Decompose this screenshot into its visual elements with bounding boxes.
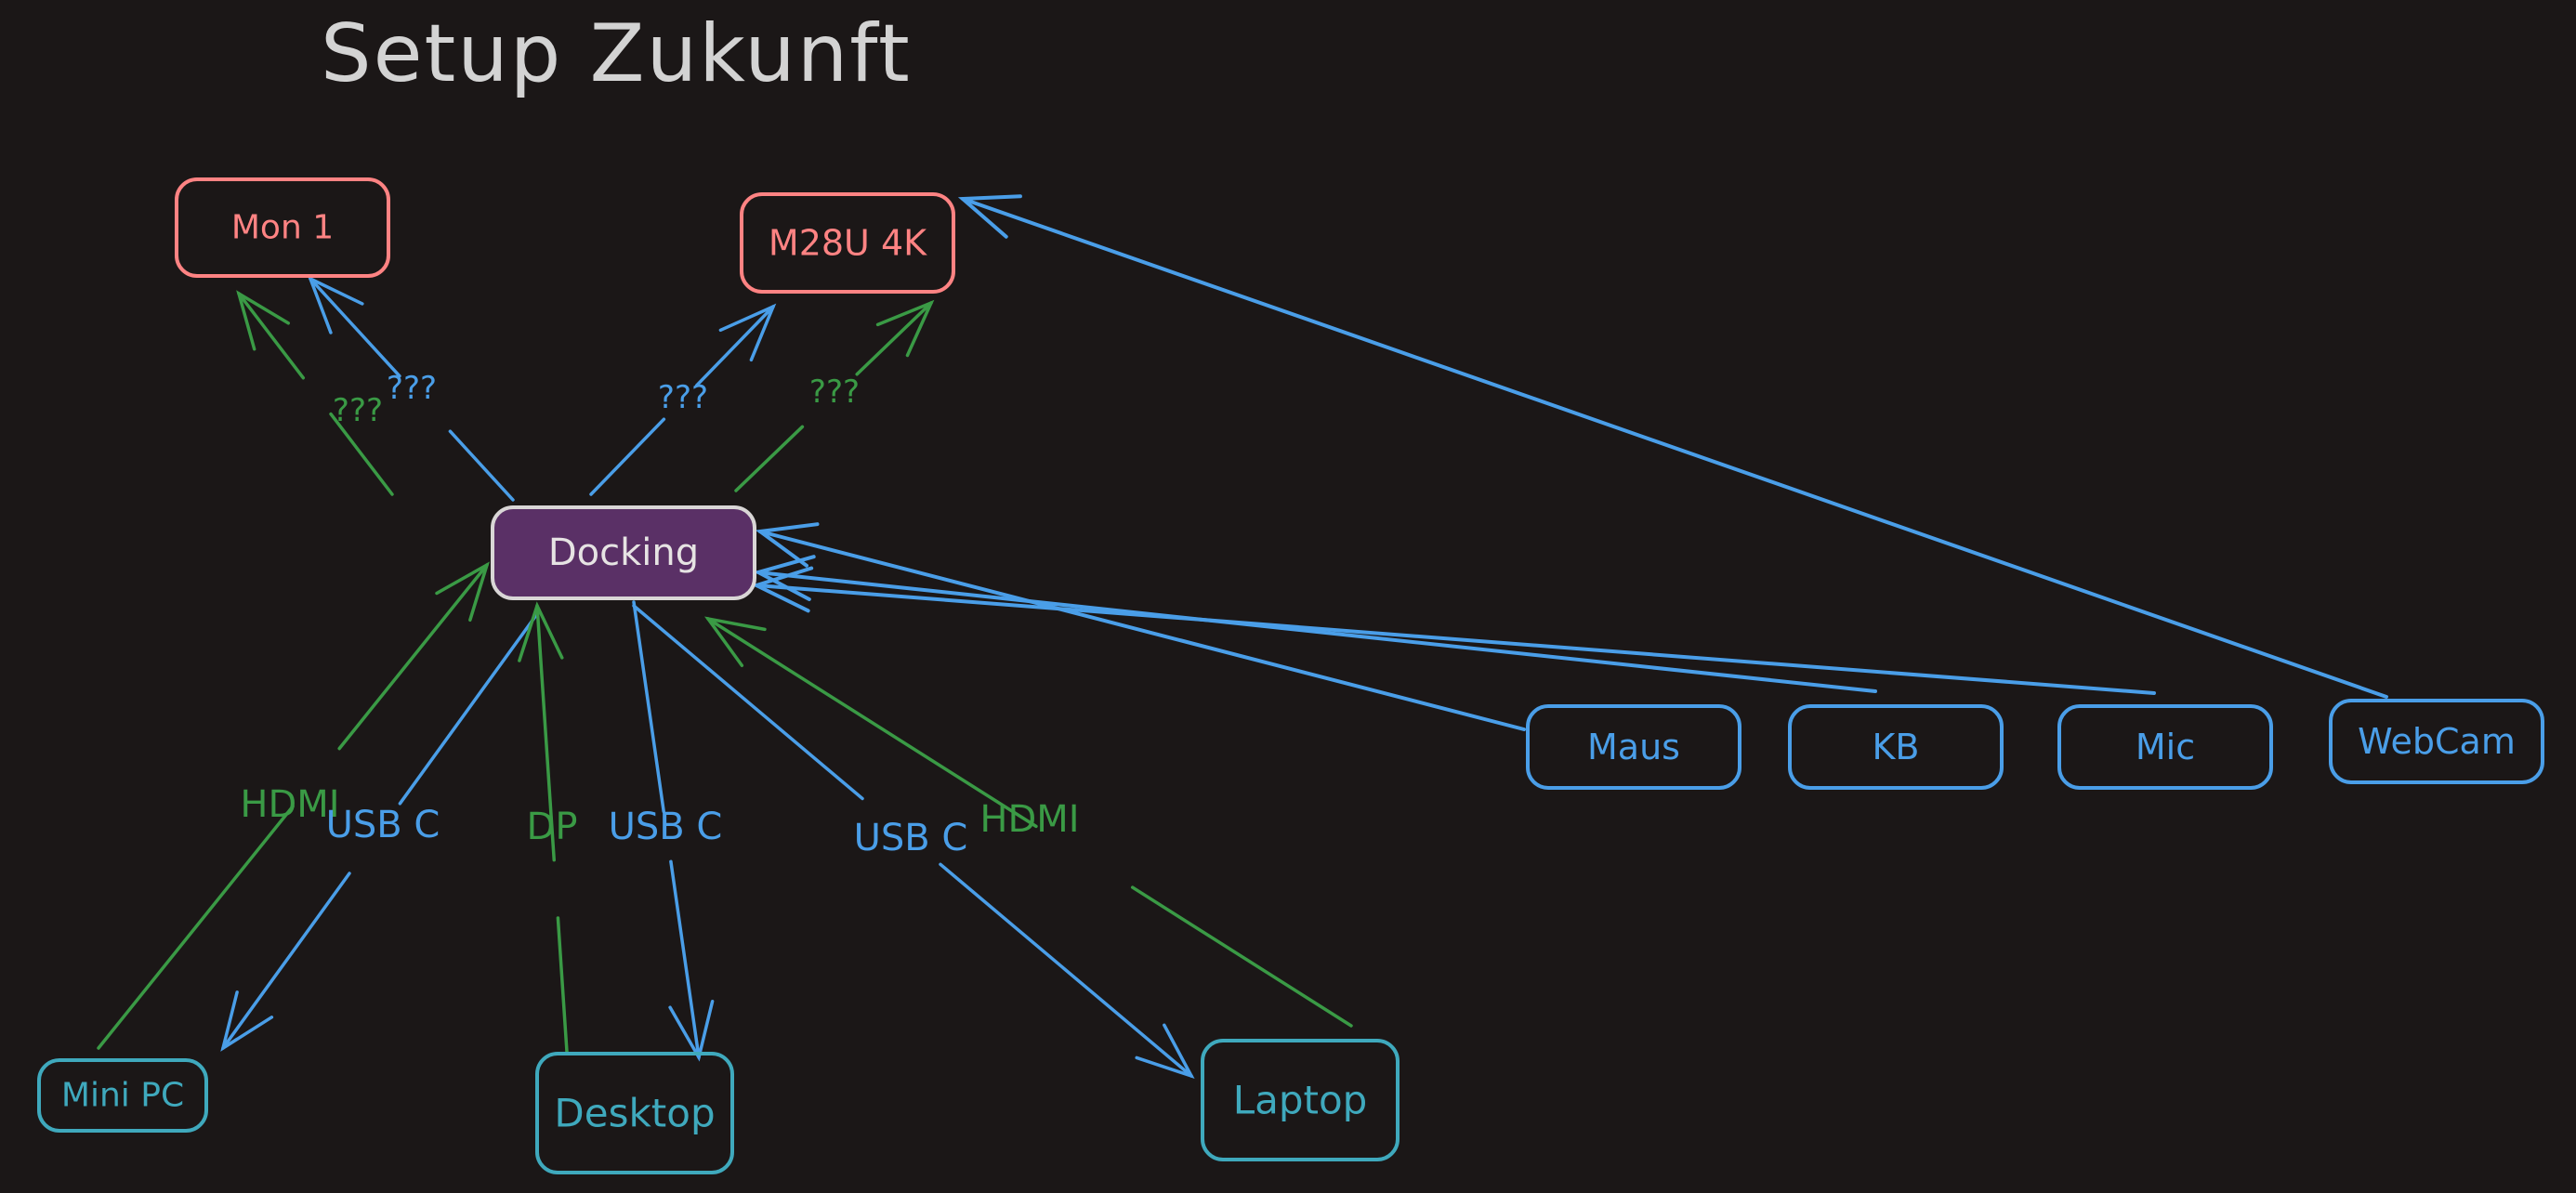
arrowhead-icon xyxy=(1135,1023,1195,1080)
edge-line xyxy=(758,530,1526,731)
arrowhead-icon xyxy=(220,990,274,1052)
edge-label: ??? xyxy=(809,374,860,411)
node-label: Docking xyxy=(548,531,699,574)
arrowhead-icon xyxy=(957,194,1022,239)
node-label: Mon 1 xyxy=(231,209,334,247)
edge-mic-to-dock-usb[interactable] xyxy=(751,566,2156,695)
node-label: Maus xyxy=(1587,727,1680,767)
edge-dock-to-laptop-usb[interactable]: USB C xyxy=(632,604,1195,1080)
edge-maus-to-dock-usb[interactable] xyxy=(755,522,1526,731)
edge-label: HDMI xyxy=(979,798,1079,841)
node-webcam[interactable]: WebCam xyxy=(2329,699,2544,784)
node-desktop[interactable]: Desktop xyxy=(535,1052,734,1174)
edge-line xyxy=(556,916,569,1054)
edge-label: USB C xyxy=(854,817,968,859)
edge-label: ??? xyxy=(387,370,437,407)
edge-laptop-to-dock-video[interactable]: HDMI xyxy=(704,616,1353,1028)
node-minipc[interactable]: Mini PC xyxy=(37,1058,208,1133)
edge-line xyxy=(337,563,489,751)
node-kb[interactable]: KB xyxy=(1788,704,2004,790)
node-box xyxy=(1201,1039,1400,1161)
arrowhead-icon xyxy=(875,299,935,358)
node-mic[interactable]: Mic xyxy=(2057,704,2273,790)
node-box xyxy=(535,1052,734,1174)
edge-line xyxy=(855,301,933,376)
edge-line xyxy=(97,805,295,1050)
node-dock[interactable]: Docking xyxy=(491,505,756,600)
node-box xyxy=(1526,704,1741,790)
node-label: KB xyxy=(1873,727,1920,767)
edge-label: DP xyxy=(527,806,578,848)
diagram-title: Setup Zukunft xyxy=(321,7,912,100)
node-box xyxy=(37,1058,208,1133)
edge-line xyxy=(755,583,2156,695)
arrowhead-icon xyxy=(718,303,777,362)
edge-line xyxy=(329,412,394,496)
node-label: Mic xyxy=(2136,727,2195,767)
edge-label: ??? xyxy=(658,379,708,416)
edge-line xyxy=(589,417,666,496)
edge-line xyxy=(706,617,1038,829)
node-label: Laptop xyxy=(1233,1078,1368,1123)
edge-line xyxy=(939,862,1193,1078)
edge-line xyxy=(1130,885,1353,1028)
arrowhead-icon xyxy=(307,275,364,334)
edge-webcam-to-m28u-usb[interactable] xyxy=(957,194,2388,699)
arrowhead-icon xyxy=(704,616,767,667)
edge-minipc-to-dock-video[interactable]: HDMI xyxy=(97,561,490,1050)
edge-line xyxy=(961,197,2388,699)
edge-line xyxy=(632,604,864,801)
node-box xyxy=(2057,704,2273,790)
arrowhead-icon xyxy=(518,601,564,662)
node-maus[interactable]: Maus xyxy=(1526,704,1741,790)
arrowhead-icon xyxy=(435,561,490,623)
node-box xyxy=(491,505,756,600)
edge-line xyxy=(237,292,306,380)
node-laptop[interactable]: Laptop xyxy=(1201,1039,1400,1161)
edge-line xyxy=(734,425,805,492)
node-box xyxy=(740,192,955,294)
edge-line xyxy=(221,872,351,1050)
node-mon1[interactable]: Mon 1 xyxy=(175,177,390,278)
edge-desktop-to-dock-video[interactable]: DP xyxy=(518,601,578,1054)
edge-dock-to-m28u-video[interactable]: ??? xyxy=(734,299,935,492)
arrowhead-icon xyxy=(751,566,814,613)
edge-dock-to-minipc-usb[interactable]: USB C xyxy=(220,610,541,1052)
node-box xyxy=(1788,704,2004,790)
edge-label: ??? xyxy=(333,392,383,429)
edge-line xyxy=(448,429,515,502)
arrowhead-icon xyxy=(236,290,290,351)
edge-kb-to-dock-usb[interactable] xyxy=(753,555,1877,693)
edge-line xyxy=(535,604,556,862)
edge-label: USB C xyxy=(609,806,723,848)
edge-line xyxy=(669,859,701,1059)
edge-dock-to-mon1-usb[interactable]: ??? xyxy=(307,275,515,502)
edge-dock-to-desktop-usb[interactable]: USB C xyxy=(609,600,723,1062)
node-label: Mini PC xyxy=(61,1077,184,1115)
node-label: WebCam xyxy=(2358,721,2516,762)
edge-line xyxy=(309,277,401,378)
edge-line xyxy=(632,600,665,814)
node-box xyxy=(2329,699,2544,784)
arrowhead-icon xyxy=(668,1000,715,1062)
arrowhead-icon xyxy=(753,555,816,601)
edge-dock-to-m28u-usb[interactable]: ??? xyxy=(589,303,777,496)
edge-line xyxy=(694,305,775,387)
node-m28u[interactable]: M28U 4K xyxy=(740,192,955,294)
edge-line xyxy=(756,570,1877,693)
edge-label: HDMI xyxy=(240,783,339,826)
edge-dock-to-mon1-video[interactable]: ??? xyxy=(236,290,394,496)
arrowhead-icon xyxy=(755,522,820,568)
edge-line xyxy=(398,610,541,806)
node-box xyxy=(175,177,390,278)
edge-label: USB C xyxy=(326,804,440,846)
node-label: Desktop xyxy=(554,1091,715,1136)
node-label: M28U 4K xyxy=(769,223,927,264)
